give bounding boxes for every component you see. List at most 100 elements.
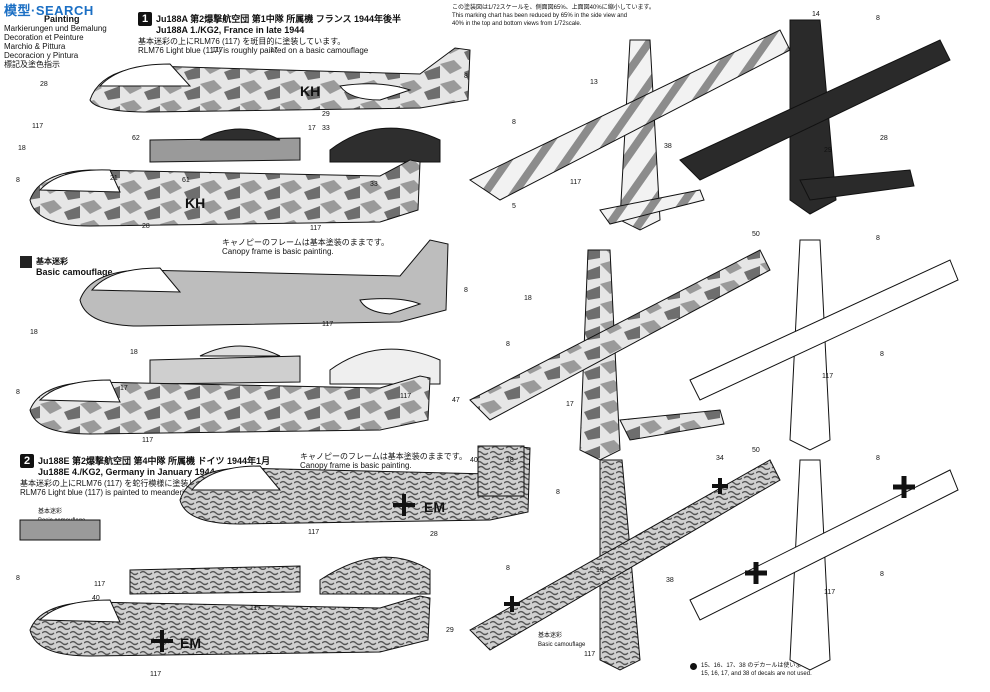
s2-code-top: EM	[424, 499, 445, 515]
callout: 5	[512, 203, 516, 210]
s2-code-bottom: EM	[180, 635, 201, 651]
scheme2-canopy-note: キャノピーのフレームは基本塗装のままです。 Canopy frame is ba…	[300, 452, 467, 470]
legend-es: Decoracion y Pintura	[4, 51, 79, 60]
scale-note-en2: 40% in the top and bottom views from 1/7…	[452, 21, 582, 27]
scale-note-jp: この塗装図は1/72スケールを、側面図65%、上面図40%に縮小しています。	[452, 5, 655, 11]
watermark: 模型·SEARCH	[4, 3, 94, 18]
scheme2-badge: 2	[20, 454, 34, 468]
legend-it: Marchio & Pittura	[4, 42, 66, 51]
callout: 8	[876, 455, 880, 462]
callout: 8	[506, 341, 510, 348]
callout: 14	[812, 11, 820, 18]
callout: 117	[400, 393, 411, 400]
callout: 13	[590, 79, 598, 86]
callout: 29	[446, 627, 454, 634]
balkenkreuz-icon	[393, 494, 415, 516]
callout: 28	[40, 81, 48, 88]
basic-side-view-top	[79, 239, 449, 327]
s2-side-view-bottom: EM	[29, 595, 431, 657]
scheme1-title-jp: Ju188A 第2爆撃航空団 第1中隊 所属機 フランス 1944年後半	[156, 14, 402, 24]
scheme1-header: 1 Ju188A 第2爆撃航空団 第1中隊 所属機 フランス 1944年後半 J…	[138, 12, 401, 55]
callout: 28	[880, 135, 888, 142]
scheme1-canopy-en: Canopy frame is basic painting.	[222, 247, 334, 256]
callout: 40	[470, 457, 478, 464]
basic-jp: 基本迷彩	[36, 257, 68, 266]
callout: 8	[512, 119, 516, 126]
callout: 17	[270, 47, 278, 54]
callout: 62	[132, 135, 140, 142]
scale-note-en1: This marking chart has been reduced by 6…	[452, 13, 628, 19]
callout: 28	[142, 223, 150, 230]
callout: 18	[596, 567, 604, 574]
callout: 34	[716, 455, 724, 462]
callout: 8	[464, 73, 468, 80]
s1-code-top: KH	[300, 83, 320, 99]
basic-top-view-outline	[689, 239, 959, 451]
callout: 17	[120, 385, 128, 392]
callout: 8	[506, 565, 510, 572]
legend-fr: Decoration et Peinture	[4, 33, 84, 42]
legend-cn: 標記及塗色指示	[4, 60, 60, 69]
callout: 8	[556, 489, 560, 496]
callout: 18	[30, 329, 38, 336]
inset-basic-1-jp: 基本迷彩	[38, 509, 63, 515]
callout: 33	[322, 125, 330, 132]
callout: 47	[452, 397, 460, 404]
callout: 29	[824, 147, 832, 154]
basic-en: Basic camouflage	[36, 267, 113, 277]
callout: 18	[506, 457, 514, 464]
callout: 17	[308, 125, 316, 132]
callout: 8	[880, 571, 884, 578]
basic-camo-label: 基本迷彩 Basic camouflage	[20, 256, 113, 277]
scheme1-title-en: Ju188A 1./KG2, France in late 1944	[156, 25, 305, 35]
callout: 8	[16, 177, 20, 184]
decal-note-jp: 15、16、17、38 のデカールは使いません。	[701, 663, 820, 669]
s1-top-view-dark	[679, 19, 951, 215]
callout: 38	[666, 577, 674, 584]
callout: 18	[524, 295, 532, 302]
legend-languages: Painting Markierungen und Bemalung Decor…	[4, 14, 107, 69]
callout: 117	[584, 651, 595, 658]
callout: 117	[150, 671, 161, 678]
s1-engine-panels	[149, 127, 441, 163]
callout: 8	[16, 575, 20, 582]
callout: 18	[130, 349, 138, 356]
decal-note-en: 15, 16, 17, and 38 of decals are not use…	[701, 671, 812, 677]
callout-numbers: 28 117 17 29 33 8 117 18 62 17 8 21 61 3…	[16, 11, 888, 678]
callout: 117	[250, 605, 261, 612]
scheme2-header: 2 Ju188E 第2爆撃航空団 第4中隊 所属機 ドイツ 1944年1月 Ju…	[20, 454, 270, 497]
scale-note: この塗装図は1/72スケールを、側面図65%、上面図40%に縮小しています。 T…	[452, 4, 655, 28]
basic-side-view-bottom	[29, 375, 431, 435]
callout: 50	[752, 447, 760, 454]
callout: 117	[310, 225, 321, 232]
callout: 8	[16, 389, 20, 396]
s2-top-view-outline	[689, 459, 959, 671]
scheme1-note-en: RLM76 Light blue (117) is roughly painte…	[138, 46, 369, 55]
s2-top-view-squiggle	[469, 459, 781, 671]
callout: 117	[142, 437, 153, 444]
decal-note: 15、16、17、38 のデカールは使いません。 15, 16, 17, and…	[690, 662, 819, 678]
callout: 21	[110, 175, 118, 182]
callout: 117	[570, 179, 581, 186]
callout: 40	[92, 595, 100, 602]
scheme1-note-jp: 基本迷彩の上にRLM76 (117) を斑目的に塗装しています。	[138, 37, 346, 46]
scheme2-note-en: RLM76 Light blue (117) is painted to mea…	[20, 488, 269, 497]
callout: 117	[308, 529, 319, 536]
s1-side-view-bottom: KH	[29, 159, 421, 227]
callout: 117	[822, 373, 833, 380]
s1-side-view-top: KH	[89, 47, 471, 113]
callout: 8	[876, 15, 880, 22]
basic-swatch	[20, 256, 32, 268]
callout: 61	[182, 177, 190, 184]
scheme1-canopy-jp: キャノピーのフレームは基本塗装のままです。	[222, 238, 389, 247]
scheme2-title-en: Ju188E 4./KG2, Germany in January 1944	[38, 467, 215, 477]
scheme1-badge: 1	[138, 12, 152, 26]
callout: 29	[322, 111, 330, 118]
s2-engine-panels	[19, 519, 431, 595]
basic-engine-panels	[149, 345, 441, 385]
inset-basic-2: 基本迷彩 Basic camouflage	[538, 632, 585, 650]
inset-basic-2-jp: 基本迷彩	[538, 633, 563, 639]
callout: 117	[322, 321, 333, 328]
callout: 117	[32, 123, 43, 130]
